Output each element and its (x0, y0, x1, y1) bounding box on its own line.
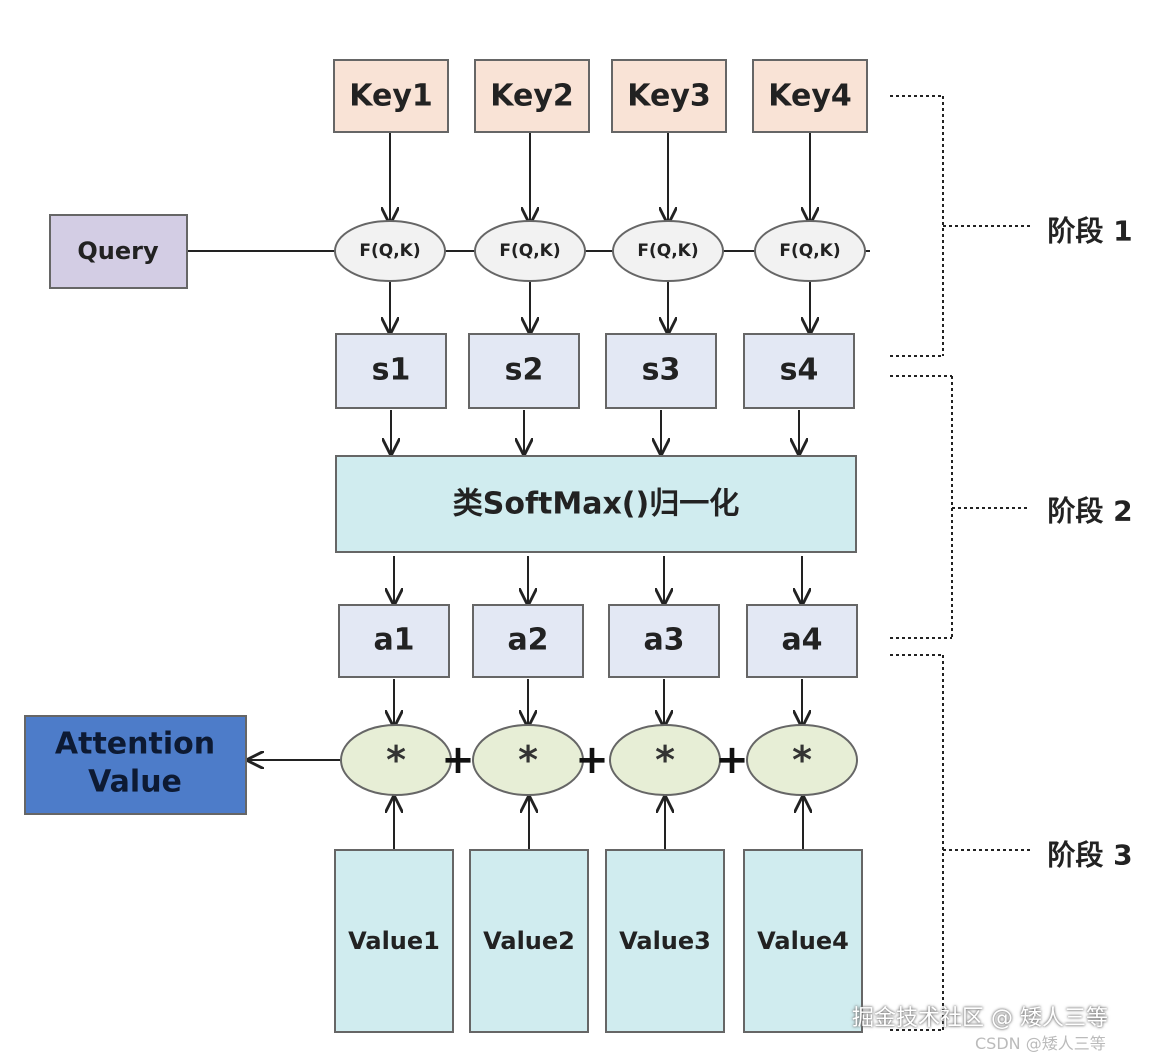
f-oval-4 (754, 220, 866, 282)
score-box-2 (468, 333, 580, 409)
attention-value-box (24, 715, 247, 815)
key-label-4: Key4 (768, 79, 852, 114)
query-box (49, 214, 188, 289)
stage-label-1: 阶段 1 (1047, 215, 1132, 248)
f-label-4: F(Q,K) (779, 241, 840, 261)
multiply-oval-2 (472, 724, 584, 796)
plus-symbol-3: + (715, 737, 749, 783)
watermark-text: 掘金技术社区 @ 矮人三等 (852, 1006, 1108, 1031)
score-label-2: s2 (505, 353, 544, 388)
weight-box-3 (608, 604, 720, 678)
multiply-symbol-4: * (792, 738, 812, 782)
f-label-2: F(Q,K) (499, 241, 560, 261)
watermark-csdn: CSDN @矮人三等 (975, 1034, 1106, 1053)
softmax-box (335, 455, 857, 553)
f-label-1: F(Q,K) (359, 241, 420, 261)
multiply-oval-3 (609, 724, 721, 796)
weight-label-3: a3 (643, 623, 684, 658)
stage-brackets: 阶段 1 阶段 2 阶段 3 (890, 95, 1133, 1031)
multiply-symbol-3: * (655, 738, 675, 782)
f-oval-1 (334, 220, 446, 282)
f-label-3: F(Q,K) (637, 241, 698, 261)
key-box-3 (611, 59, 727, 133)
score-label-4: s4 (780, 353, 819, 388)
multiply-oval-1 (340, 724, 452, 796)
value-box-3 (605, 849, 725, 1033)
value-box-1 (334, 849, 454, 1033)
value-label-2: Value2 (483, 927, 575, 955)
value-box-4 (743, 849, 863, 1033)
weight-label-1: a1 (373, 623, 414, 658)
score-box-4 (743, 333, 855, 409)
weight-box-1 (338, 604, 450, 678)
score-label-3: s3 (642, 353, 681, 388)
multiply-symbol-2: * (518, 738, 538, 782)
score-box-3 (605, 333, 717, 409)
stage-label-3: 阶段 3 (1047, 839, 1132, 872)
weight-box-4 (746, 604, 858, 678)
key-box-1 (333, 59, 449, 133)
weight-label-4: a4 (781, 623, 822, 658)
value-label-3: Value3 (619, 927, 711, 955)
multiply-oval-4 (746, 724, 858, 796)
f-oval-3 (612, 220, 724, 282)
plus-symbol-2: + (575, 737, 609, 783)
key-label-2: Key2 (490, 79, 574, 114)
key-label-1: Key1 (349, 79, 433, 114)
plus-symbol-1: + (441, 737, 475, 783)
score-label-1: s1 (372, 353, 411, 388)
weight-box-2 (472, 604, 584, 678)
f-oval-2 (474, 220, 586, 282)
key-box-4 (752, 59, 868, 133)
multiply-symbol-1: * (386, 738, 406, 782)
weight-label-2: a2 (507, 623, 548, 658)
stage-label-2: 阶段 2 (1047, 495, 1132, 528)
attention-label-line1: Attention (55, 727, 215, 762)
value-label-1: Value1 (348, 927, 440, 955)
value-label-4: Value4 (757, 927, 849, 955)
key-box-2 (474, 59, 590, 133)
query-label: Query (77, 237, 159, 265)
attention-label-line2: Value (88, 765, 182, 800)
score-box-1 (335, 333, 447, 409)
key-label-3: Key3 (627, 79, 711, 114)
softmax-label: 类SoftMax()归一化 (453, 487, 739, 522)
value-box-2 (469, 849, 589, 1033)
